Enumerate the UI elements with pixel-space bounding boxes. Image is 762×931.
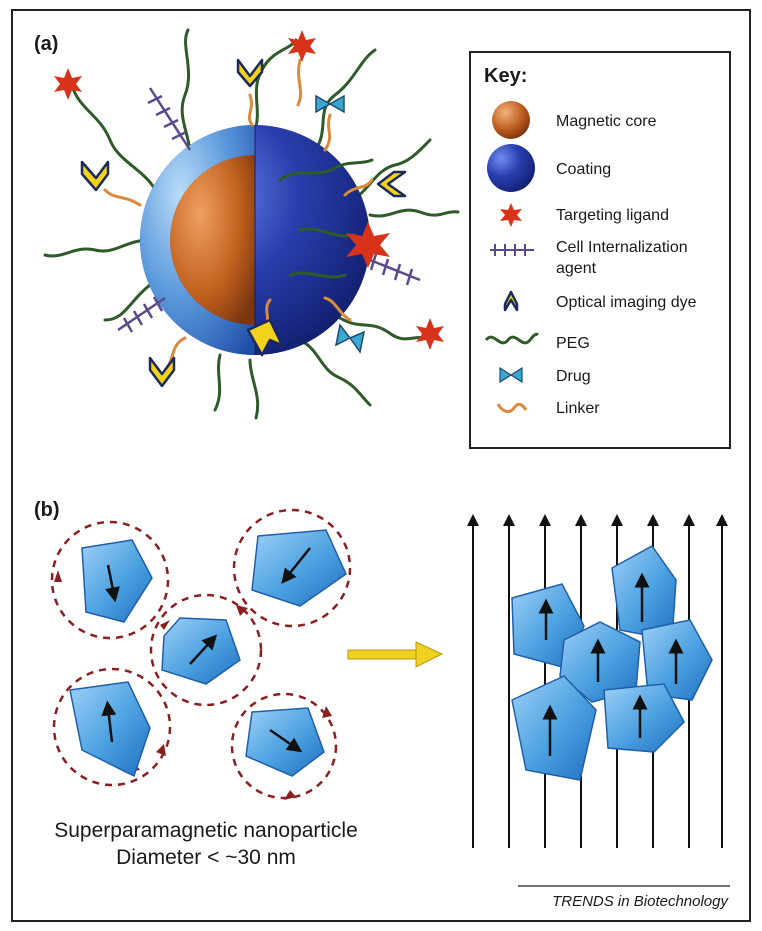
optical-imaging-dyes [80, 58, 407, 388]
magnetic-moment-arrows-random [101, 547, 311, 753]
targeting-ligand-icon [500, 203, 522, 227]
key-label-optical-imaging-dye: Optical imaging dye [556, 294, 697, 311]
coating-icon [487, 144, 535, 192]
linker-icon [496, 402, 528, 413]
nanoparticle-illustration [43, 28, 460, 420]
magnetic-core-cutaway [170, 155, 255, 325]
targeting-ligands [54, 30, 444, 350]
optical-imaging-dye-icon [503, 290, 519, 312]
panel-b-label: (b) [34, 499, 60, 521]
peg-icon [484, 332, 540, 345]
magnetic-core-icon [492, 101, 530, 139]
key-label-targeting-ligand: Targeting ligand [556, 207, 669, 224]
key-label-cell-internalization-agent-line-1: Cell Internalization [556, 239, 688, 256]
drugs [315, 94, 366, 354]
key-label-peg: PEG [556, 335, 590, 352]
magnetic-moment-arrows-aligned [538, 572, 684, 756]
journal-credit: TRENDS in Biotechnology [552, 893, 729, 910]
key-label-linker: Linker [556, 400, 600, 417]
cell-internalization-agents [117, 87, 421, 333]
caption-line-1: Superparamagnetic nanoparticle [54, 819, 358, 842]
cell-internalization-agent-icon [490, 244, 534, 256]
random-state-panel [50, 508, 728, 848]
nanocrystals-aligned [511, 545, 713, 781]
key-label-coating: Coating [556, 161, 611, 178]
key-label-magnetic-core: Magnetic core [556, 113, 657, 130]
drug-icon [499, 366, 523, 384]
key-label-cell-internalization-agent-line-2: agent [556, 260, 597, 277]
caption-line-2: Diameter < ~30 nm [116, 846, 296, 869]
dashed-rotation-circles [50, 508, 352, 800]
key-title: Key: [484, 65, 527, 87]
figure-frame [11, 9, 751, 922]
transition-arrow [347, 641, 444, 668]
panel-a-label: (a) [34, 33, 58, 55]
key-label-drug: Drug [556, 368, 591, 385]
